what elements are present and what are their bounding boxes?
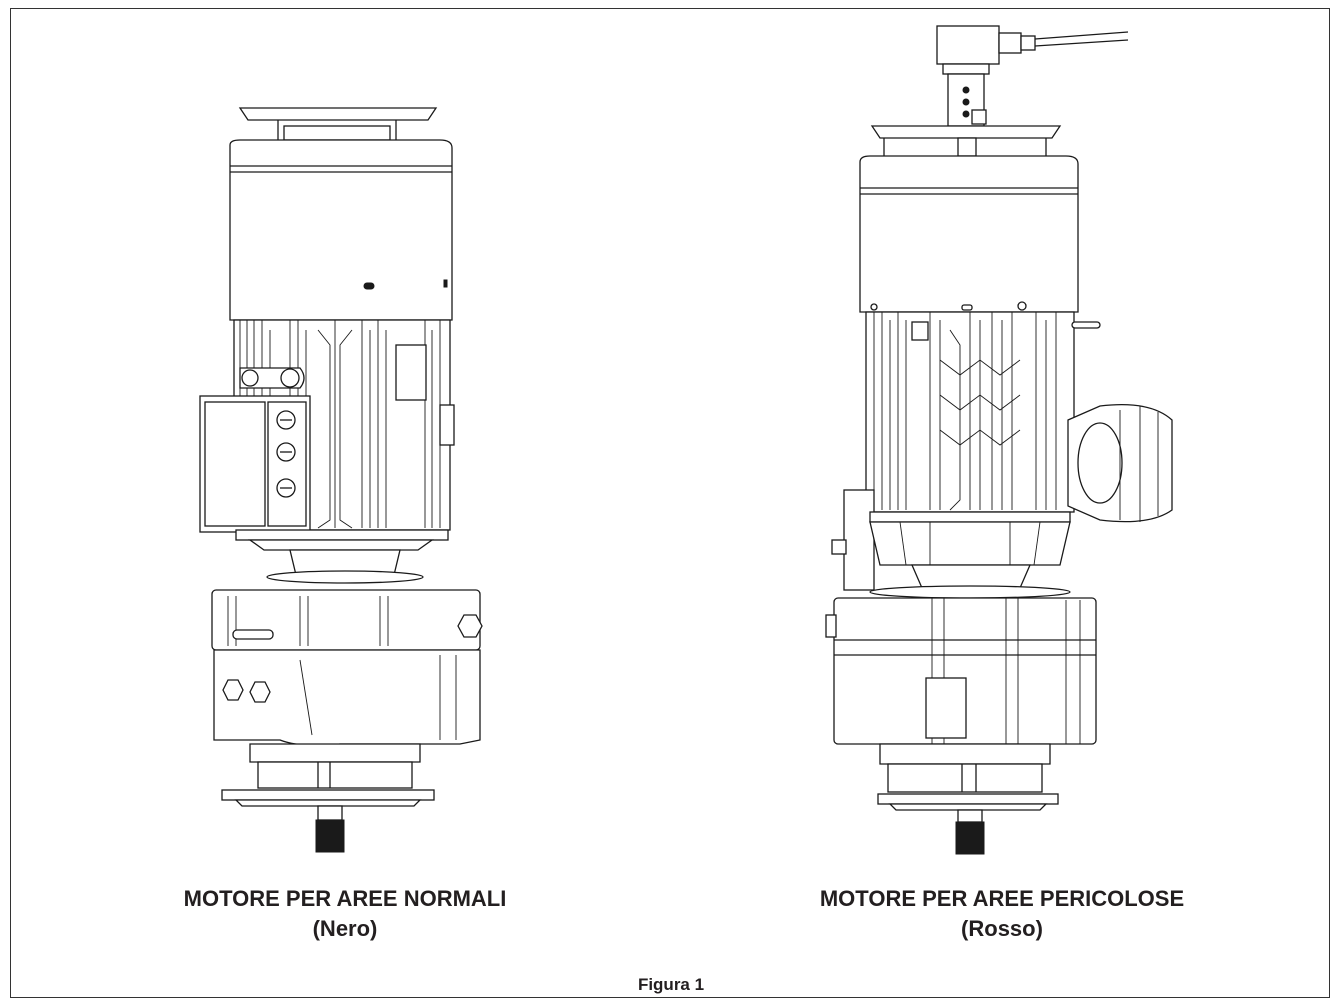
right-motor-drawing: [825, 25, 1173, 855]
right-motor-subtitle: (Rosso): [961, 916, 1043, 941]
left-motor-drawing: [199, 107, 483, 853]
left-motor-subtitle: (Nero): [312, 916, 378, 941]
right-motor-caption: MOTORE PER AREE PERICOLOSE (Rosso): [752, 884, 1252, 944]
figure-label: Figura 1: [637, 975, 705, 994]
right-motor-title: MOTORE PER AREE PERICOLOSE: [819, 886, 1185, 911]
left-motor-caption: MOTORE PER AREE NORMALI (Nero): [95, 884, 595, 944]
left-motor-title: MOTORE PER AREE NORMALI: [183, 886, 507, 911]
figure-frame: [10, 8, 1330, 998]
